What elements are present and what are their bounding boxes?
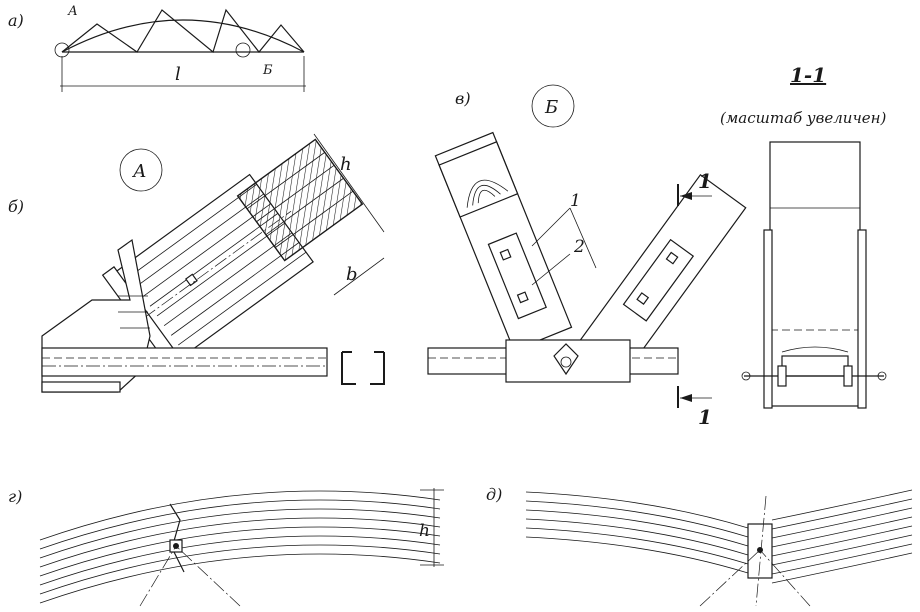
callout-circle-b [531,84,575,128]
span-label: l [175,64,181,85]
dim-h-label: h [340,154,352,175]
node-a-label: А [67,4,78,19]
dim-b-label: b [346,264,358,285]
chord-cross-section [236,138,364,262]
section-hatch [236,138,364,262]
curved-laminations-d-left [525,491,749,574]
channel-profile-right [370,351,385,385]
section-arrow-bottom [680,394,692,402]
curved-laminations-d-right [771,489,913,584]
section-1-1: 1-1 (масштаб увеличен) [720,63,887,409]
panel-label-d: д) [486,485,502,504]
shoe-bolts [118,295,150,329]
washer-left [777,365,787,387]
wood-grain [466,179,509,208]
left-diagonal-section [438,141,519,218]
node-b-label: Б [262,63,273,78]
section-title: 1-1 [790,63,826,87]
top-chord [61,19,305,53]
dim-h-line [313,133,385,233]
bottom-chord-steel [41,347,328,377]
section-lug-curve [781,346,849,353]
panel-label-b: б) [8,197,24,216]
washer-right [843,365,853,387]
curved-laminations-g [39,490,441,604]
callout-circle-a [119,148,163,192]
left-bolt-1 [499,248,512,261]
section-mark-bottom: 1 [698,405,712,429]
side-plate-right [857,229,867,409]
dim-h-curved-label: h [419,521,430,541]
leader-1b [569,207,597,269]
bolt-nut-left [741,371,751,381]
node-b-marker [235,42,251,58]
bolt-square [184,273,198,287]
dim-b-line [333,257,385,296]
lamination-lines [128,183,307,346]
position-2: 2 [573,237,585,257]
right-bolt-2 [636,292,650,305]
joint-cut-g [169,503,185,573]
bolt-nut-right [877,371,887,381]
curved-joint-g: г) h [8,487,444,607]
right-bolt-1 [665,251,679,265]
radial-axis-d2 [699,549,761,607]
callout-label-b: Б [544,97,558,118]
callout-label-a: А [131,161,147,182]
panel-label-a: а) [8,11,24,30]
panel-label-g: г) [8,487,22,506]
node-lug [553,343,579,376]
node-pin [560,356,572,368]
panel-label-v: в) [455,89,471,108]
channel-profile-left [341,351,356,385]
ridge-node-b: в) Б 1 2 [427,84,747,429]
web-members [61,8,305,54]
leader-2 [531,253,571,286]
truss-overview: а) А Б l [8,4,306,92]
right-diagonal [576,173,747,379]
left-diagonal [434,131,573,352]
support-node-a: б) А [8,133,385,393]
radial-axis-right [175,545,241,607]
radial-axis-left [139,545,177,607]
side-plate-left [763,229,773,409]
section-arrow-top [680,192,692,200]
section-subtitle: (масштаб увеличен) [720,109,887,127]
left-bolt-2 [516,291,529,304]
section-mark-top: 1 [698,169,712,193]
radial-axis-d3 [759,549,811,607]
leader-1a [531,207,571,247]
position-1: 1 [570,191,581,211]
curved-joint-d: д) [486,485,913,607]
section-lug [781,355,849,377]
base-plate [41,381,121,393]
